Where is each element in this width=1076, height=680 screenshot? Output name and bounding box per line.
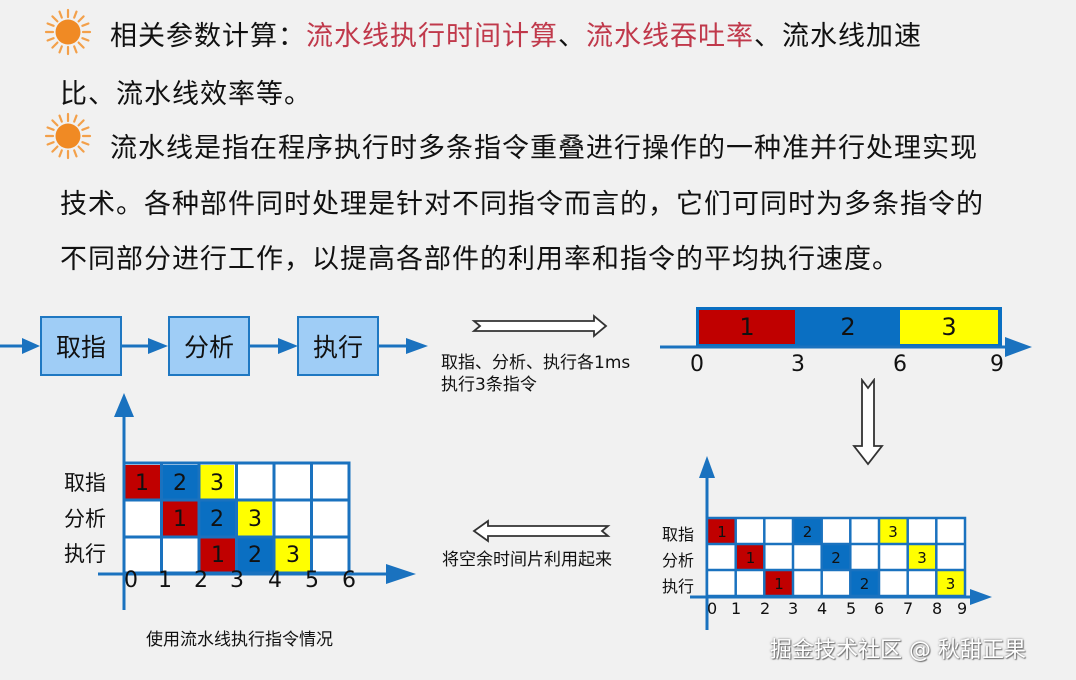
seq-x-tick: 6 — [874, 599, 885, 618]
seq-row-label-execute: 执行 — [662, 577, 695, 596]
x-tick: 3 — [230, 568, 244, 593]
seq-x-tick: 4 — [817, 599, 828, 618]
seq-x-tick: 7 — [903, 599, 914, 618]
bar-segment-3: 3 — [900, 310, 998, 344]
seq-x-tick: 1 — [731, 599, 742, 618]
bar-tick: 3 — [791, 352, 805, 377]
x-tick: 0 — [124, 568, 138, 593]
flow-note-2: 执行3条指令 — [441, 375, 537, 395]
cell-exec-3: 3 — [286, 542, 300, 568]
definition-line-2: 技术。各种部件同时处理是针对不同指令而言的，它们可同时为多条指令的 — [60, 189, 984, 220]
sequential-grid — [690, 456, 992, 630]
bar-tick: 9 — [990, 352, 1004, 377]
stage-decode: 分析 — [168, 316, 250, 376]
seq-cell-decode-3: 3 — [917, 548, 927, 567]
seq-cell-fetch-3: 3 — [888, 522, 898, 541]
seq-x-tick: 8 — [932, 599, 943, 618]
cell-fetch-2: 2 — [173, 470, 187, 496]
definition-line-3: 不同部分进行工作，以提高各部件的利用率和指令的平均执行速度。 — [60, 244, 900, 275]
bar-segment-2: 2 — [798, 310, 898, 344]
row-label-fetch: 取指 — [64, 471, 106, 495]
seq-x-tick: 3 — [788, 599, 799, 618]
flow-arrows — [0, 338, 428, 354]
sun-bullet-icon — [44, 112, 92, 160]
highlight-exec-time: 流水线执行时间计算 — [306, 21, 558, 52]
bar-tick: 0 — [690, 352, 704, 377]
row-label-decode: 分析 — [64, 507, 106, 531]
cell-exec-2: 2 — [248, 542, 262, 568]
seq-row-label-fetch: 取指 — [662, 525, 695, 544]
seq-x-tick: 2 — [760, 599, 771, 618]
seq-cell-decode-2: 2 — [831, 548, 841, 567]
seq-x-tick: 9 — [957, 599, 968, 618]
x-tick: 2 — [194, 568, 208, 593]
seq-cell-decode-1: 1 — [745, 548, 756, 567]
params-line-2: 比、流水线效率等。 — [60, 79, 312, 110]
pipeline-caption: 使用流水线执行指令情况 — [146, 630, 333, 650]
time-axis-arrow — [660, 337, 1032, 357]
cell-fetch-3: 3 — [210, 470, 224, 496]
stage-fetch: 取指 — [40, 316, 122, 376]
seq-cell-exec-3: 3 — [945, 574, 956, 593]
cell-exec-1: 1 — [211, 542, 225, 568]
definition-line-1: 流水线是指在程序执行时多条指令重叠进行操作的一种准并行处理实现 — [110, 133, 978, 164]
seq-cell-fetch-1: 1 — [717, 522, 727, 541]
seq-cell-fetch-2: 2 — [802, 522, 813, 541]
params-rest: 、流水线加速 — [754, 21, 922, 52]
x-tick: 1 — [158, 568, 172, 593]
hollow-right-arrow-icon — [471, 314, 608, 338]
x-tick: 6 — [342, 568, 356, 593]
seq-x-tick: 5 — [846, 599, 857, 618]
bar-tick: 6 — [893, 352, 907, 377]
watermark: 掘金技术社区 @ 秋甜正果 — [770, 638, 1026, 663]
cell-decode-2: 2 — [210, 506, 224, 532]
seq-row-label-decode: 分析 — [662, 551, 695, 570]
params-line: 相关参数计算：流水线执行时间计算、流水线吞吐率、流水线加速 — [110, 20, 922, 54]
pipeline-grid — [98, 393, 416, 610]
cell-decode-1: 1 — [173, 506, 187, 532]
bar-segment-1: 1 — [699, 310, 795, 344]
separator: 、 — [558, 21, 586, 52]
hollow-down-arrow-icon — [852, 378, 884, 466]
highlight-throughput: 流水线吞吐率 — [586, 21, 754, 52]
cell-decode-3: 3 — [248, 506, 262, 532]
stage-execute: 执行 — [297, 316, 379, 376]
reuse-idle-label: 将空余时间片利用起来 — [442, 550, 612, 570]
sun-bullet-icon — [44, 8, 92, 56]
x-tick: 4 — [268, 568, 282, 593]
seq-x-tick: 0 — [707, 599, 718, 618]
flow-note-1: 取指、分析、执行各1ms — [441, 353, 631, 373]
row-label-execute: 执行 — [64, 542, 106, 566]
params-label: 相关参数计算： — [110, 21, 306, 52]
hollow-left-arrow-icon — [472, 519, 611, 543]
seq-cell-exec-1: 1 — [774, 574, 784, 593]
cell-fetch-1: 1 — [135, 470, 149, 496]
x-tick: 5 — [305, 568, 319, 593]
seq-cell-exec-2: 2 — [859, 574, 870, 593]
